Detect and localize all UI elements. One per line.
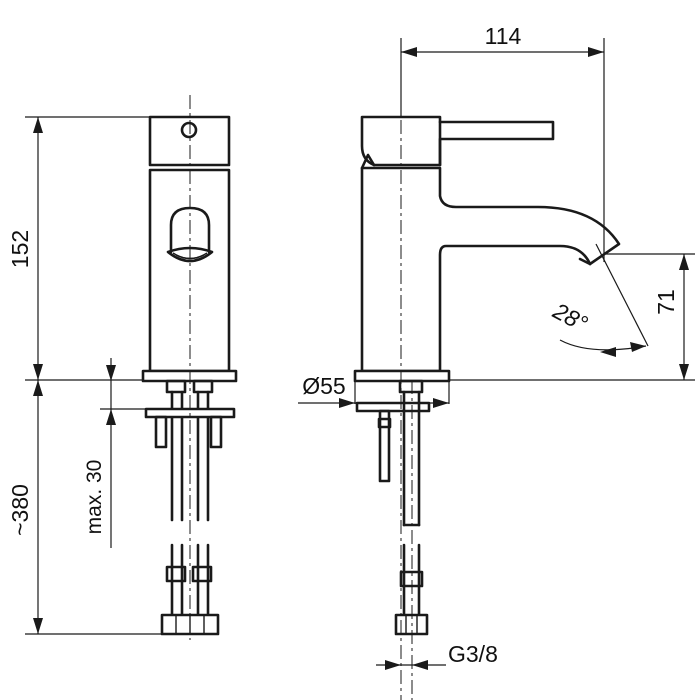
- handle-screw-hole: [180, 121, 198, 139]
- label-connection-thread: G3/8: [448, 641, 498, 667]
- dim-380: ~380: [7, 380, 162, 635]
- side-base-plate: [353, 369, 451, 383]
- label-body-height: 152: [7, 230, 33, 268]
- label-base-diameter: Ø55: [302, 373, 345, 399]
- side-handle-lever: [360, 115, 555, 167]
- dim-thread: G3/8: [376, 641, 498, 670]
- label-hose-length: ~380: [7, 484, 33, 536]
- label-max-thickness: max. 30: [83, 460, 106, 535]
- side-view: [353, 95, 621, 700]
- dim-114: 114: [400, 23, 605, 262]
- aerator-ring: [166, 246, 214, 263]
- label-spout-height: 71: [653, 289, 679, 315]
- dim-max30: max. 30: [83, 358, 146, 548]
- label-total-depth: 114: [485, 23, 522, 49]
- side-body-spout: [360, 166, 621, 373]
- dim-angle: 28°: [548, 243, 649, 357]
- front-view: [141, 95, 238, 640]
- label-spout-angle: 28°: [548, 297, 592, 337]
- dim-base-diameter: Ø55: [298, 373, 450, 408]
- side-hoses: [355, 379, 431, 636]
- dim-71: 71: [449, 253, 695, 381]
- dim-152: 152: [7, 116, 150, 381]
